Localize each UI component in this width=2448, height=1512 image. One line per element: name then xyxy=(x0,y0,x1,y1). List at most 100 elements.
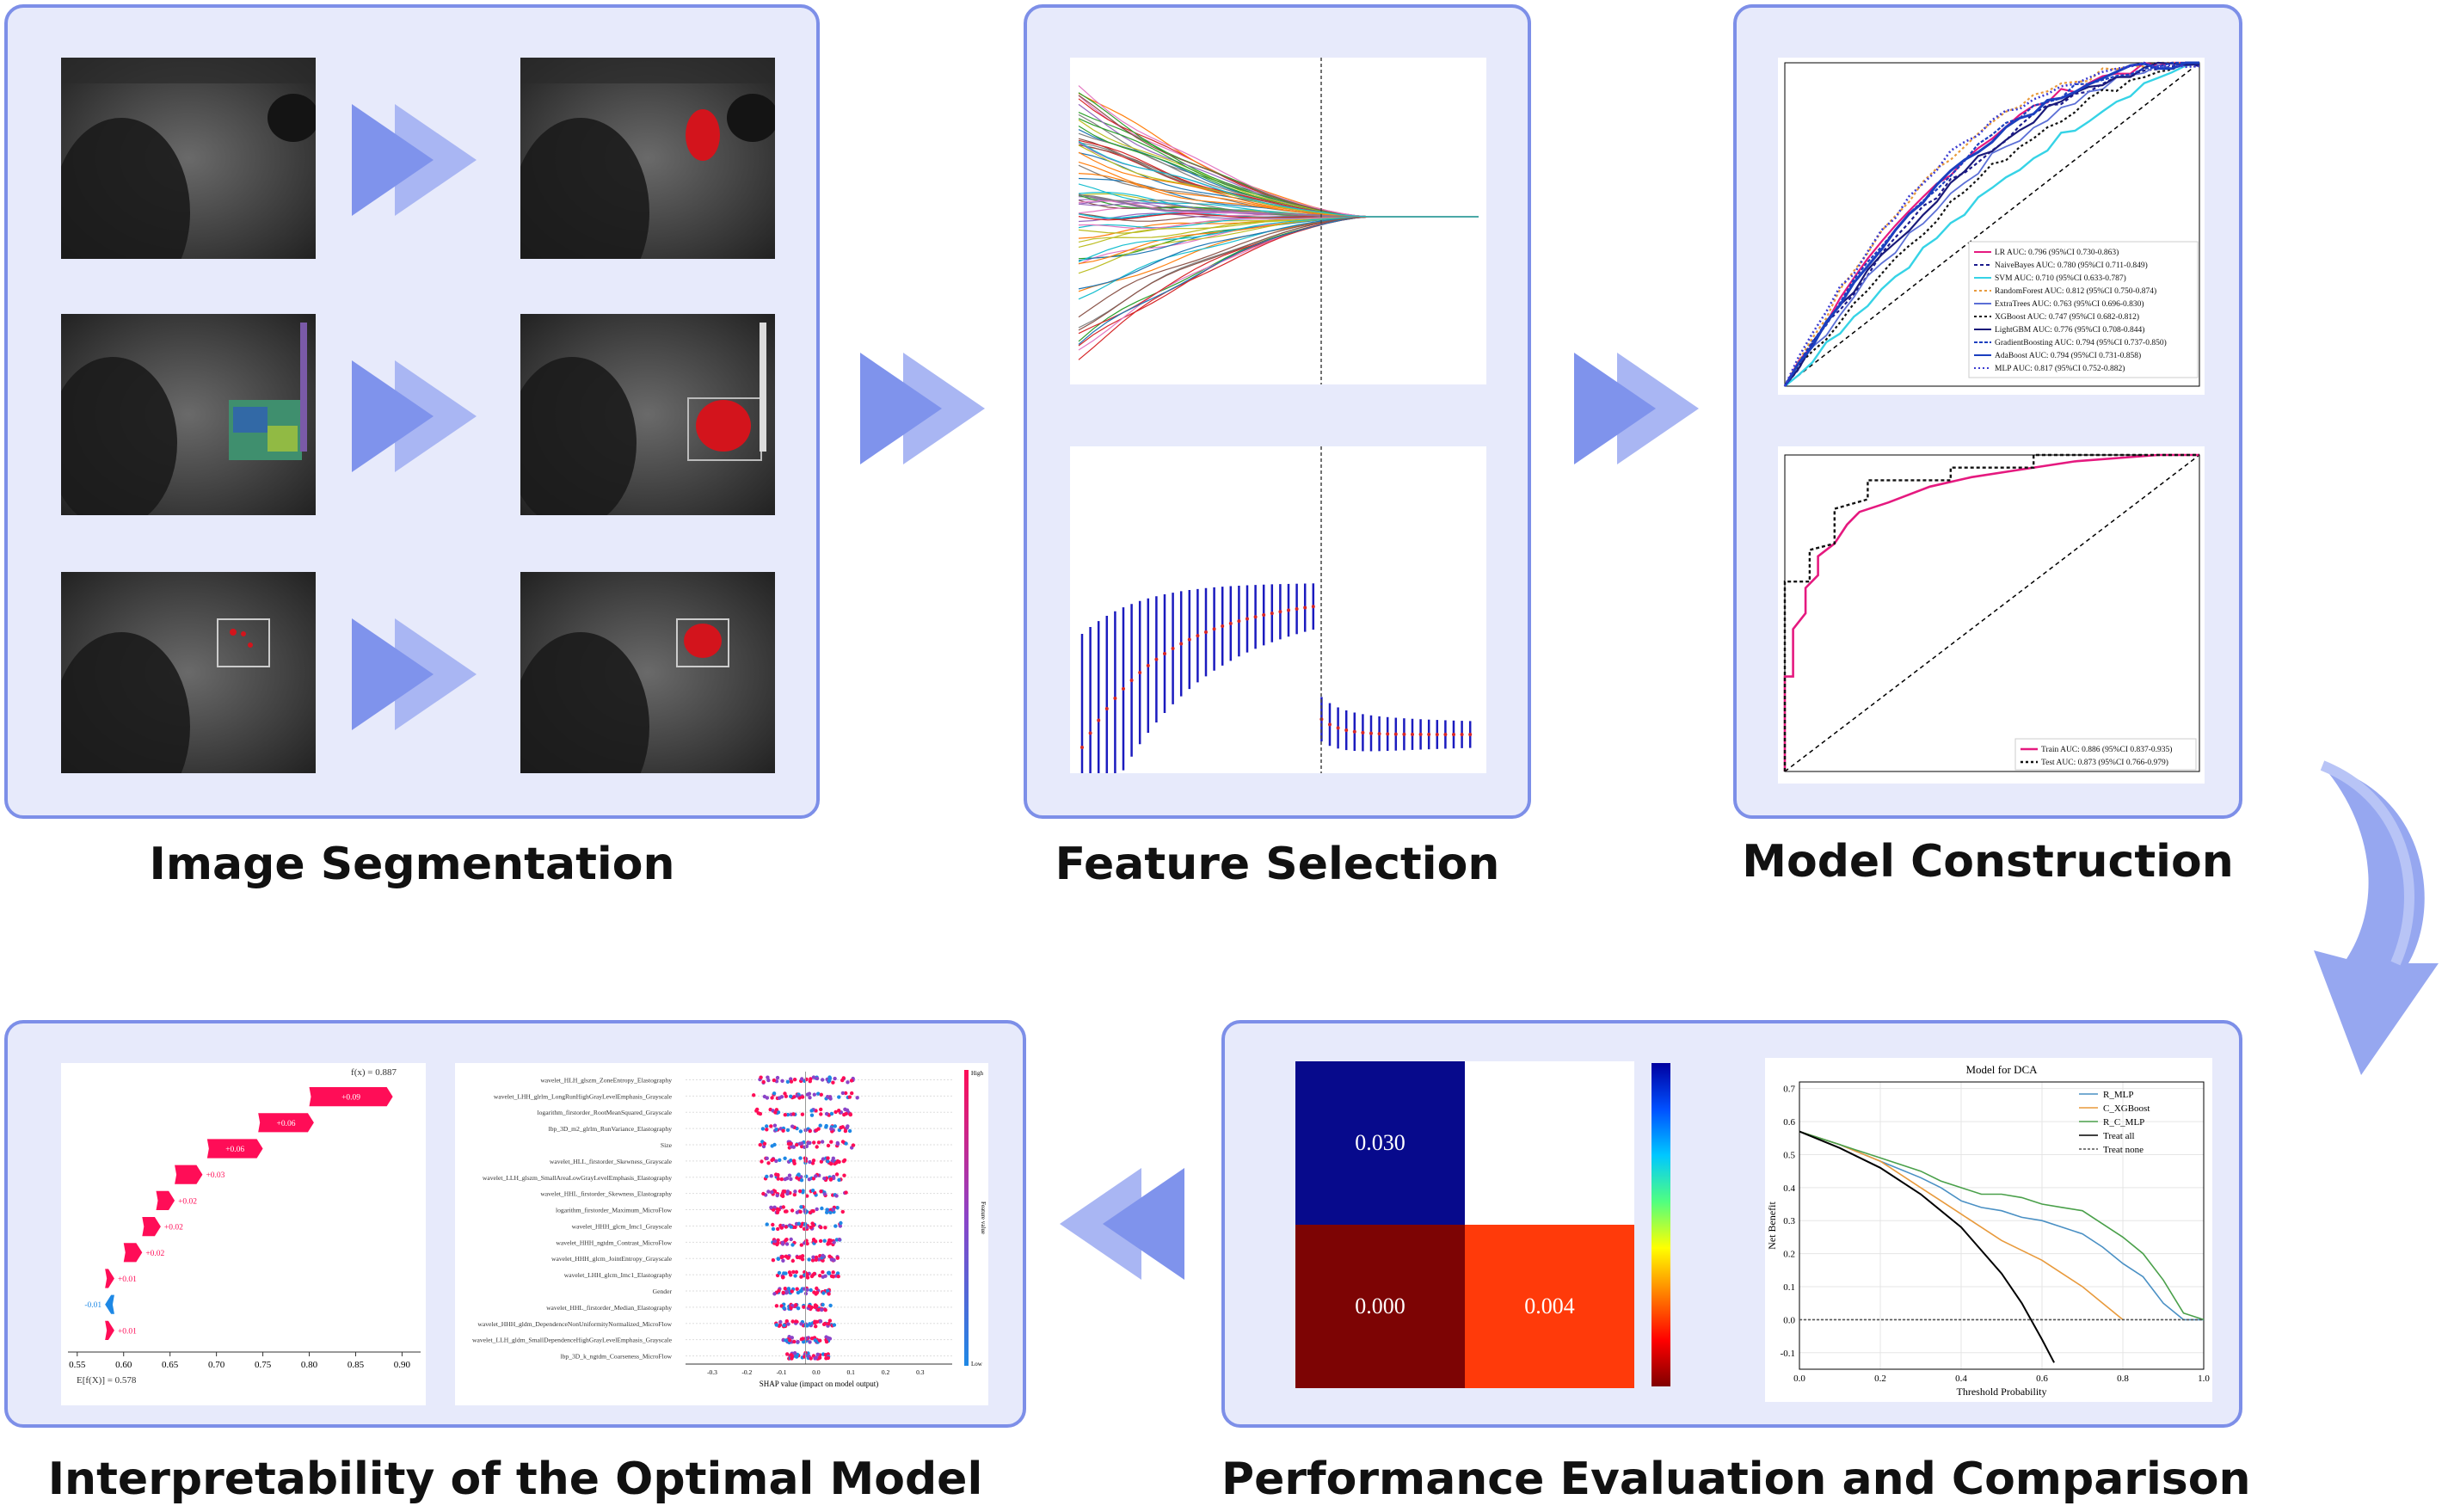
shap-point xyxy=(766,1075,770,1079)
shap-point xyxy=(834,1172,840,1177)
legend-entry: Treat none xyxy=(2103,1145,2144,1155)
shap-point xyxy=(766,1161,771,1165)
legend-entry: SVM AUC: 0.710 (95%CI 0.633-0.787) xyxy=(1995,274,2126,283)
shap-point xyxy=(765,1174,769,1179)
shap-point xyxy=(837,1095,841,1099)
shap-point xyxy=(844,1141,848,1146)
shap-point xyxy=(808,1128,812,1134)
cv-mean-point xyxy=(1460,732,1464,736)
shap-point xyxy=(795,1287,799,1291)
feature-label: wavelet_HHH_gldm_DependenceNonUniformity… xyxy=(477,1320,672,1328)
shap-point xyxy=(805,1288,809,1292)
shap-point xyxy=(776,1226,780,1232)
shap-point xyxy=(765,1124,769,1128)
shap-point xyxy=(826,1159,830,1164)
roc-curve xyxy=(1783,61,2199,387)
shap-point xyxy=(783,1113,787,1117)
shap-point xyxy=(786,1322,790,1326)
shap-point xyxy=(807,1257,811,1262)
shap-point xyxy=(790,1354,795,1358)
shap-point xyxy=(832,1258,836,1263)
shap-point xyxy=(816,1140,821,1145)
shap-point xyxy=(799,1243,803,1247)
shap-point xyxy=(790,1145,794,1149)
feature-label: Size xyxy=(661,1141,673,1149)
shap-step-bar xyxy=(105,1294,114,1314)
shap-step-bar xyxy=(309,1087,393,1107)
shap-point xyxy=(846,1080,850,1085)
shap-point xyxy=(800,1077,804,1081)
shap-point xyxy=(795,1176,799,1180)
roc-test-plot: Train AUC: 0.886 (95%CI 0.837-0.935)Test… xyxy=(1778,446,2205,784)
shap-point xyxy=(769,1205,773,1210)
shap-point xyxy=(792,1078,797,1082)
forward-arrow-icon xyxy=(860,353,985,464)
shap-point xyxy=(843,1128,848,1134)
shap-point xyxy=(791,1159,797,1163)
shap-point xyxy=(842,1158,847,1163)
shap-point xyxy=(813,1320,817,1325)
x-tick-label: 0.85 xyxy=(348,1360,365,1370)
cv-mean-point xyxy=(1427,732,1431,736)
cv-mean-point xyxy=(1435,732,1439,736)
shap-point xyxy=(781,1205,785,1209)
shap-point xyxy=(826,1143,831,1148)
shap-step-bar xyxy=(175,1165,203,1184)
microflow-image-original xyxy=(61,572,316,773)
heatmap-cell: 0.004 xyxy=(1465,1225,1634,1388)
shap-point xyxy=(808,1340,812,1344)
coefficient-path-line xyxy=(1078,216,1479,329)
shap-point xyxy=(808,1079,812,1084)
shap-point xyxy=(780,1240,785,1245)
series-line xyxy=(1799,1130,2055,1363)
x-tick-label: -0.1 xyxy=(777,1368,787,1376)
shap-point xyxy=(829,1140,833,1144)
shap-point xyxy=(849,1079,854,1083)
shap-point xyxy=(772,1239,778,1244)
roc-curve xyxy=(1784,61,2199,387)
shap-point xyxy=(816,1127,821,1131)
legend-entry: Treat all xyxy=(2103,1131,2135,1141)
shap-point xyxy=(780,1079,784,1083)
shap-point xyxy=(829,1111,834,1116)
shap-point xyxy=(821,1302,825,1307)
shap-point xyxy=(836,1274,840,1279)
shap-point xyxy=(826,1156,830,1160)
feature-label: Gender xyxy=(653,1288,673,1295)
cv-mean-point xyxy=(1468,732,1473,736)
feature-label: wavelet_HHL_firstorder_Skewness_Elastogr… xyxy=(540,1190,672,1198)
cv-mean-point xyxy=(1344,728,1349,733)
y-tick-label: 0.5 xyxy=(1783,1150,1795,1160)
shap-point xyxy=(778,1158,782,1162)
shap-summary-plot: wavelet_HLH_glszm_ZoneEntropy_Elastograp… xyxy=(455,1063,988,1405)
legend-entry: XGBoost AUC: 0.747 (95%CI 0.682-0.812) xyxy=(1995,312,2139,322)
shap-point xyxy=(769,1124,773,1128)
shap-point xyxy=(771,1258,776,1263)
shap-point xyxy=(847,1128,852,1134)
shap-point xyxy=(789,1079,794,1084)
shap-point xyxy=(798,1156,803,1160)
roc-curve xyxy=(1784,61,2200,387)
shap-point xyxy=(797,1221,802,1226)
cv-mean-point xyxy=(1246,617,1249,621)
shap-point xyxy=(785,1079,790,1084)
shap-point xyxy=(796,1290,801,1295)
shap-point xyxy=(809,1356,813,1361)
coefficient-path-line xyxy=(1078,216,1479,262)
cv-mean-point xyxy=(1393,732,1398,736)
shap-point xyxy=(801,1190,805,1195)
x-tick-label: 0.65 xyxy=(162,1360,179,1370)
plot-frame xyxy=(1799,1081,2205,1370)
shap-point xyxy=(831,1270,835,1275)
stage-title-model-construction: Model Construction xyxy=(1742,836,2234,888)
y-tick-label: -0.1 xyxy=(1781,1349,1795,1359)
shap-point xyxy=(851,1143,856,1147)
cv-mean-point xyxy=(1204,630,1208,635)
shap-point xyxy=(788,1338,792,1343)
cv-mean-point xyxy=(1278,610,1282,614)
shap-point xyxy=(799,1205,803,1209)
model-construction-panel: LR AUC: 0.796 (95%CI 0.730-0.863)NaiveBa… xyxy=(1733,4,2242,819)
y-tick-label: 0.6 xyxy=(1783,1117,1795,1128)
shap-point xyxy=(845,1126,849,1130)
